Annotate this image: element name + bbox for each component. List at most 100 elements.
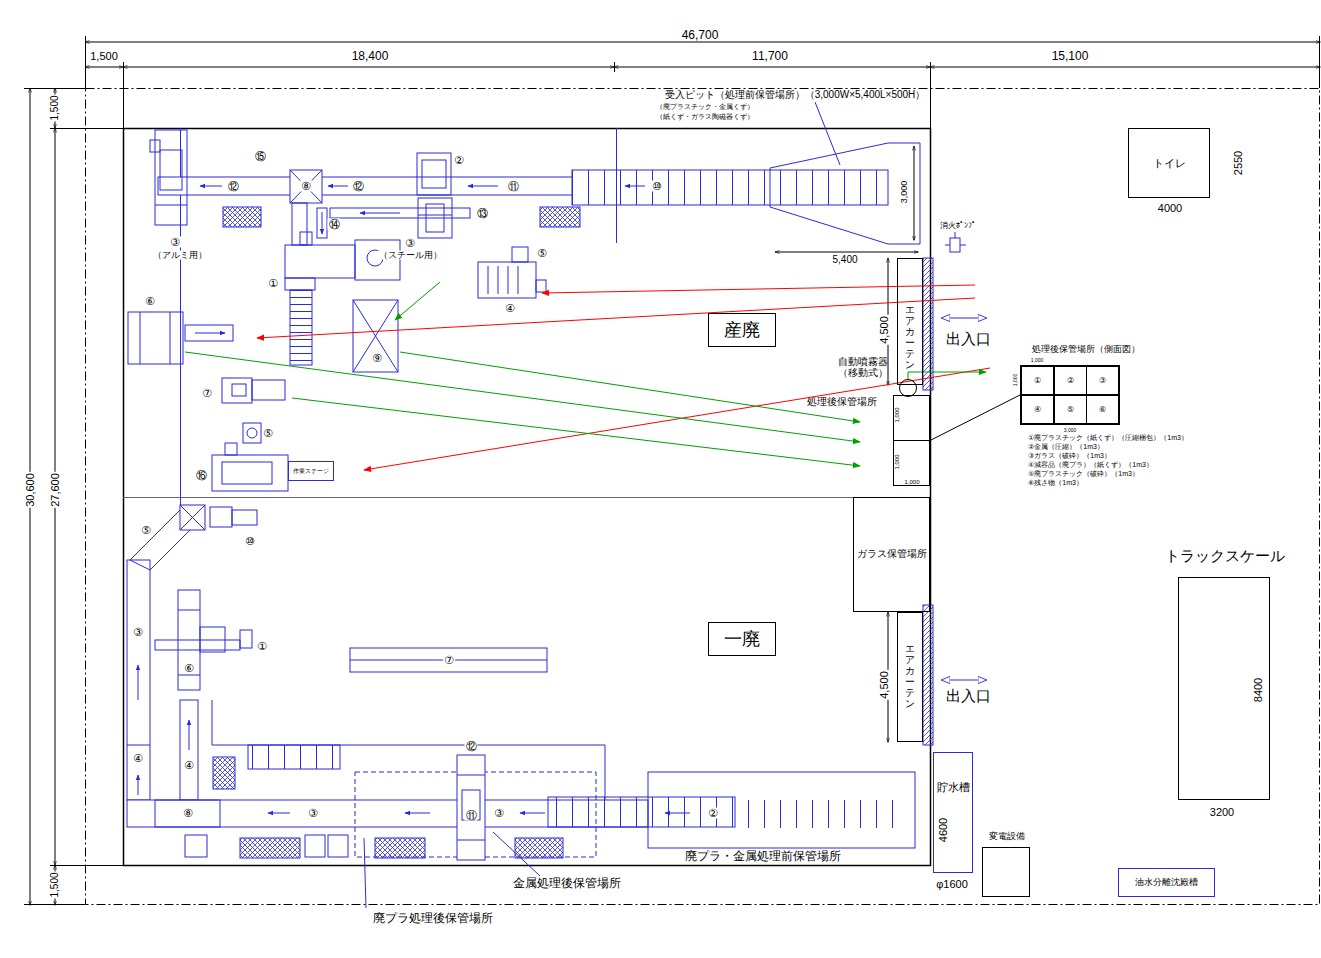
callout-number: ⑤ xyxy=(536,248,548,259)
dimension-text: 1,500 xyxy=(50,871,60,898)
note-text: 出入口 xyxy=(945,688,992,703)
dimension-text: 2550 xyxy=(1233,150,1244,176)
dimension-text: 30,600 xyxy=(25,472,36,508)
dimension-text: 1,000 xyxy=(1013,373,1018,388)
air-curtain-box: エアカーテン xyxy=(897,258,923,385)
dimension-text: 3,000 xyxy=(900,180,909,205)
dimension-text: 8400 xyxy=(1253,677,1264,703)
node-text: ① xyxy=(1034,376,1041,385)
callout-number: ② xyxy=(453,155,465,166)
callout-number: ⑯ xyxy=(195,470,208,481)
callout-number: ⑩ xyxy=(244,536,256,547)
dimension-text: 5,400 xyxy=(831,255,858,265)
node-text: エアカーテン xyxy=(905,304,915,370)
callout-number: ⑪ xyxy=(507,181,520,192)
callout-number: ⑧ xyxy=(300,181,312,192)
storage-side-view: 処理後保管場所（側面図）①②③④⑤⑥ xyxy=(1020,365,1120,425)
callout-number: ⑫ xyxy=(465,741,478,752)
callout-number: ⑫ xyxy=(352,181,365,192)
oil-separator-box: 油水分離沈殿槽 xyxy=(1118,868,1215,897)
note-text: 消火ﾎﾟﾝﾌﾟ xyxy=(939,222,977,230)
dimension-text: 4,500 xyxy=(879,315,890,345)
dimension-text: 1,000 xyxy=(894,453,900,470)
node-text: 油水分離沈殿槽 xyxy=(1135,877,1198,887)
note-text: ①廃プラスチック（紙くず）（圧縮梱包）（1m3） xyxy=(1027,434,1189,441)
storage-cell: ① xyxy=(1021,366,1054,395)
note-text: ⑤廃プラスチック（破砕）（1m3） xyxy=(1027,470,1140,477)
dimension-text: 1,000 xyxy=(903,479,920,485)
node-text: トイレ xyxy=(1153,157,1186,170)
note-text: （アルミ用） xyxy=(152,251,208,260)
storage-cell: ② xyxy=(1054,366,1087,395)
node-text: ③ xyxy=(1099,376,1106,385)
note-text: （紙くず・ガラス陶磁器くず） xyxy=(655,113,755,120)
node-heading: 変電設備 xyxy=(977,832,1037,842)
callout-number: ⑭ xyxy=(328,219,341,230)
dimension-text: 1,000 xyxy=(1030,358,1045,363)
dimension-text: φ1600 xyxy=(935,879,969,890)
callout-number: ② xyxy=(707,808,719,819)
callout-number: ③ xyxy=(307,808,319,819)
substation-box: 変電設備 xyxy=(982,847,1030,897)
callout-number: ④ xyxy=(132,753,144,764)
callout-number: ⑤ xyxy=(140,525,152,536)
node-text: ⑤ xyxy=(1067,405,1074,414)
note-text: 受入ピット（処理前保管場所）（3,000W×5,400L×500H） xyxy=(664,90,927,100)
callout-number: ③ xyxy=(493,808,505,819)
callout-number: ① xyxy=(267,278,279,289)
air-curtain-box: エアカーテン xyxy=(897,612,923,742)
node-text: 貯水槽 xyxy=(937,781,970,794)
zone-label-box: 産廃 xyxy=(708,313,776,347)
dimension-text: 4,500 xyxy=(879,670,890,700)
note-text: 出入口 xyxy=(945,331,992,346)
node-heading: 処理後保管場所 xyxy=(794,396,890,407)
note-text: ②金属（圧縮）（1m3） xyxy=(1027,443,1105,450)
node-text: エアカーテン xyxy=(905,643,915,709)
callout-number: ⑧ xyxy=(182,808,194,819)
glass-storage-area: ガラス保管場所 xyxy=(853,497,930,612)
storage-cell: ④ xyxy=(1021,395,1054,424)
dimension-text: 1,000 xyxy=(894,406,900,423)
callout-number: ① xyxy=(256,641,268,652)
material-flow-arrows xyxy=(185,282,990,470)
callout-number: ⑮ xyxy=(254,151,267,162)
dimension-text: 1,500 xyxy=(50,94,60,121)
node-heading: 処理後保管場所（側面図） xyxy=(1021,345,1151,355)
node-text: ② xyxy=(1067,376,1074,385)
dimension-text: 18,400 xyxy=(351,50,390,62)
note-text: 金属処理後保管場所 xyxy=(512,877,622,889)
note-text: ④減容品（廃プラ）（紙くず）（1m3） xyxy=(1027,461,1154,468)
callout-number: ⑬ xyxy=(476,208,489,219)
node-heading: トラックスケール xyxy=(1139,548,1311,565)
callout-number: ⑨ xyxy=(371,353,383,364)
note-text: 廃プラ処理後保管場所 xyxy=(372,912,494,924)
node-text: ガラス保管場所 xyxy=(857,549,927,560)
note-text: ③ガラス（破砕）（1m3） xyxy=(1027,452,1112,459)
callout-number: ③ xyxy=(132,627,144,638)
callout-number: ⑤ xyxy=(262,428,274,439)
note-text: ⑥残さ物（1m3） xyxy=(1027,479,1084,486)
callout-number: ⑦ xyxy=(201,388,213,399)
callout-number: ④ xyxy=(504,303,516,314)
dimension-text: 3200 xyxy=(1209,807,1235,818)
callout-number: ⑪ xyxy=(465,810,478,821)
callout-number: ③ xyxy=(169,237,181,248)
water-tank: 貯水槽 xyxy=(933,752,973,873)
callout-number: ⑫ xyxy=(227,181,240,192)
callout-number: ⑥ xyxy=(183,663,195,674)
zone-label-box: 一廃 xyxy=(708,622,776,656)
dimension-text: 3,000 xyxy=(1063,428,1078,433)
callout-number: ⑦ xyxy=(443,655,455,666)
dimension-text: 4000 xyxy=(1157,203,1183,214)
toilet-box: トイレ xyxy=(1128,128,1210,198)
node-heading: 自動噴霧器 （移動式） xyxy=(825,356,901,378)
dimension-text: 4600 xyxy=(938,817,949,843)
callout-number: ⑥ xyxy=(144,296,156,307)
dimension-text: 1,500 xyxy=(89,51,119,62)
dimension-text: 27,600 xyxy=(50,472,61,508)
node-text: 産廃 xyxy=(724,320,760,341)
dimension-text: 15,100 xyxy=(1051,50,1090,62)
note-text: 廃プラ・金属処理前保管場所 xyxy=(684,850,842,862)
dimension-text: 11,700 xyxy=(751,50,789,62)
